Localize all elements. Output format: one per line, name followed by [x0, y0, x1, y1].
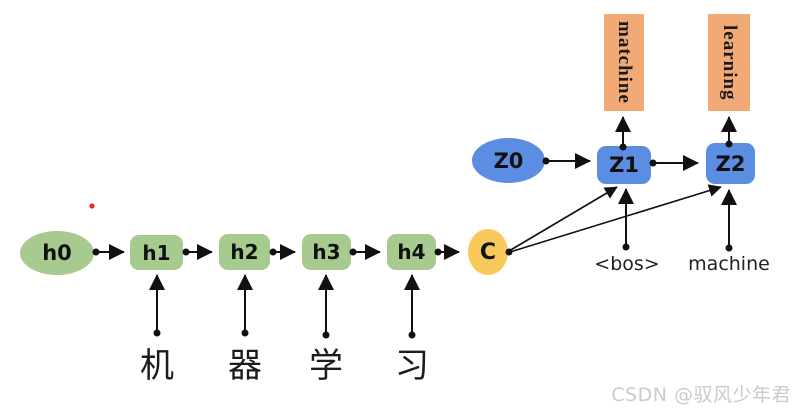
decoder-output-box-1: matchine	[604, 14, 644, 111]
encoder-input-char-3: 学	[309, 346, 343, 386]
encoder-input-char-2: 器	[228, 346, 262, 386]
encoder-input-char-4: 习	[395, 346, 429, 386]
decoder-hidden-state-node-z1: Z1	[597, 146, 651, 184]
decoder-input-token-machine: machine	[688, 253, 770, 275]
decoder-hidden-state-node-z2: Z2	[706, 143, 755, 184]
encoder-initial-state-node: h0	[20, 231, 94, 275]
decoder-initial-state-node: Z0	[472, 138, 545, 183]
encoder-hidden-state-node-h1: h1	[130, 235, 183, 270]
decoder-input-token-bos: <bos>	[594, 253, 660, 275]
decoder-output-box-2: learning	[708, 14, 750, 111]
red-marker-dot	[89, 203, 95, 209]
watermark: CSDN @驭风少年君	[611, 384, 791, 406]
decoder-output-label-2: learning	[719, 24, 740, 101]
encoder-hidden-state-node-h4: h4	[387, 234, 436, 270]
encoder-hidden-state-node-h3: h3	[302, 234, 351, 270]
context-vector-node: C	[468, 229, 508, 275]
encoder-input-char-1: 机	[140, 346, 174, 386]
encoder-hidden-state-node-h2: h2	[219, 234, 270, 270]
decoder-output-label-1: matchine	[614, 21, 635, 104]
